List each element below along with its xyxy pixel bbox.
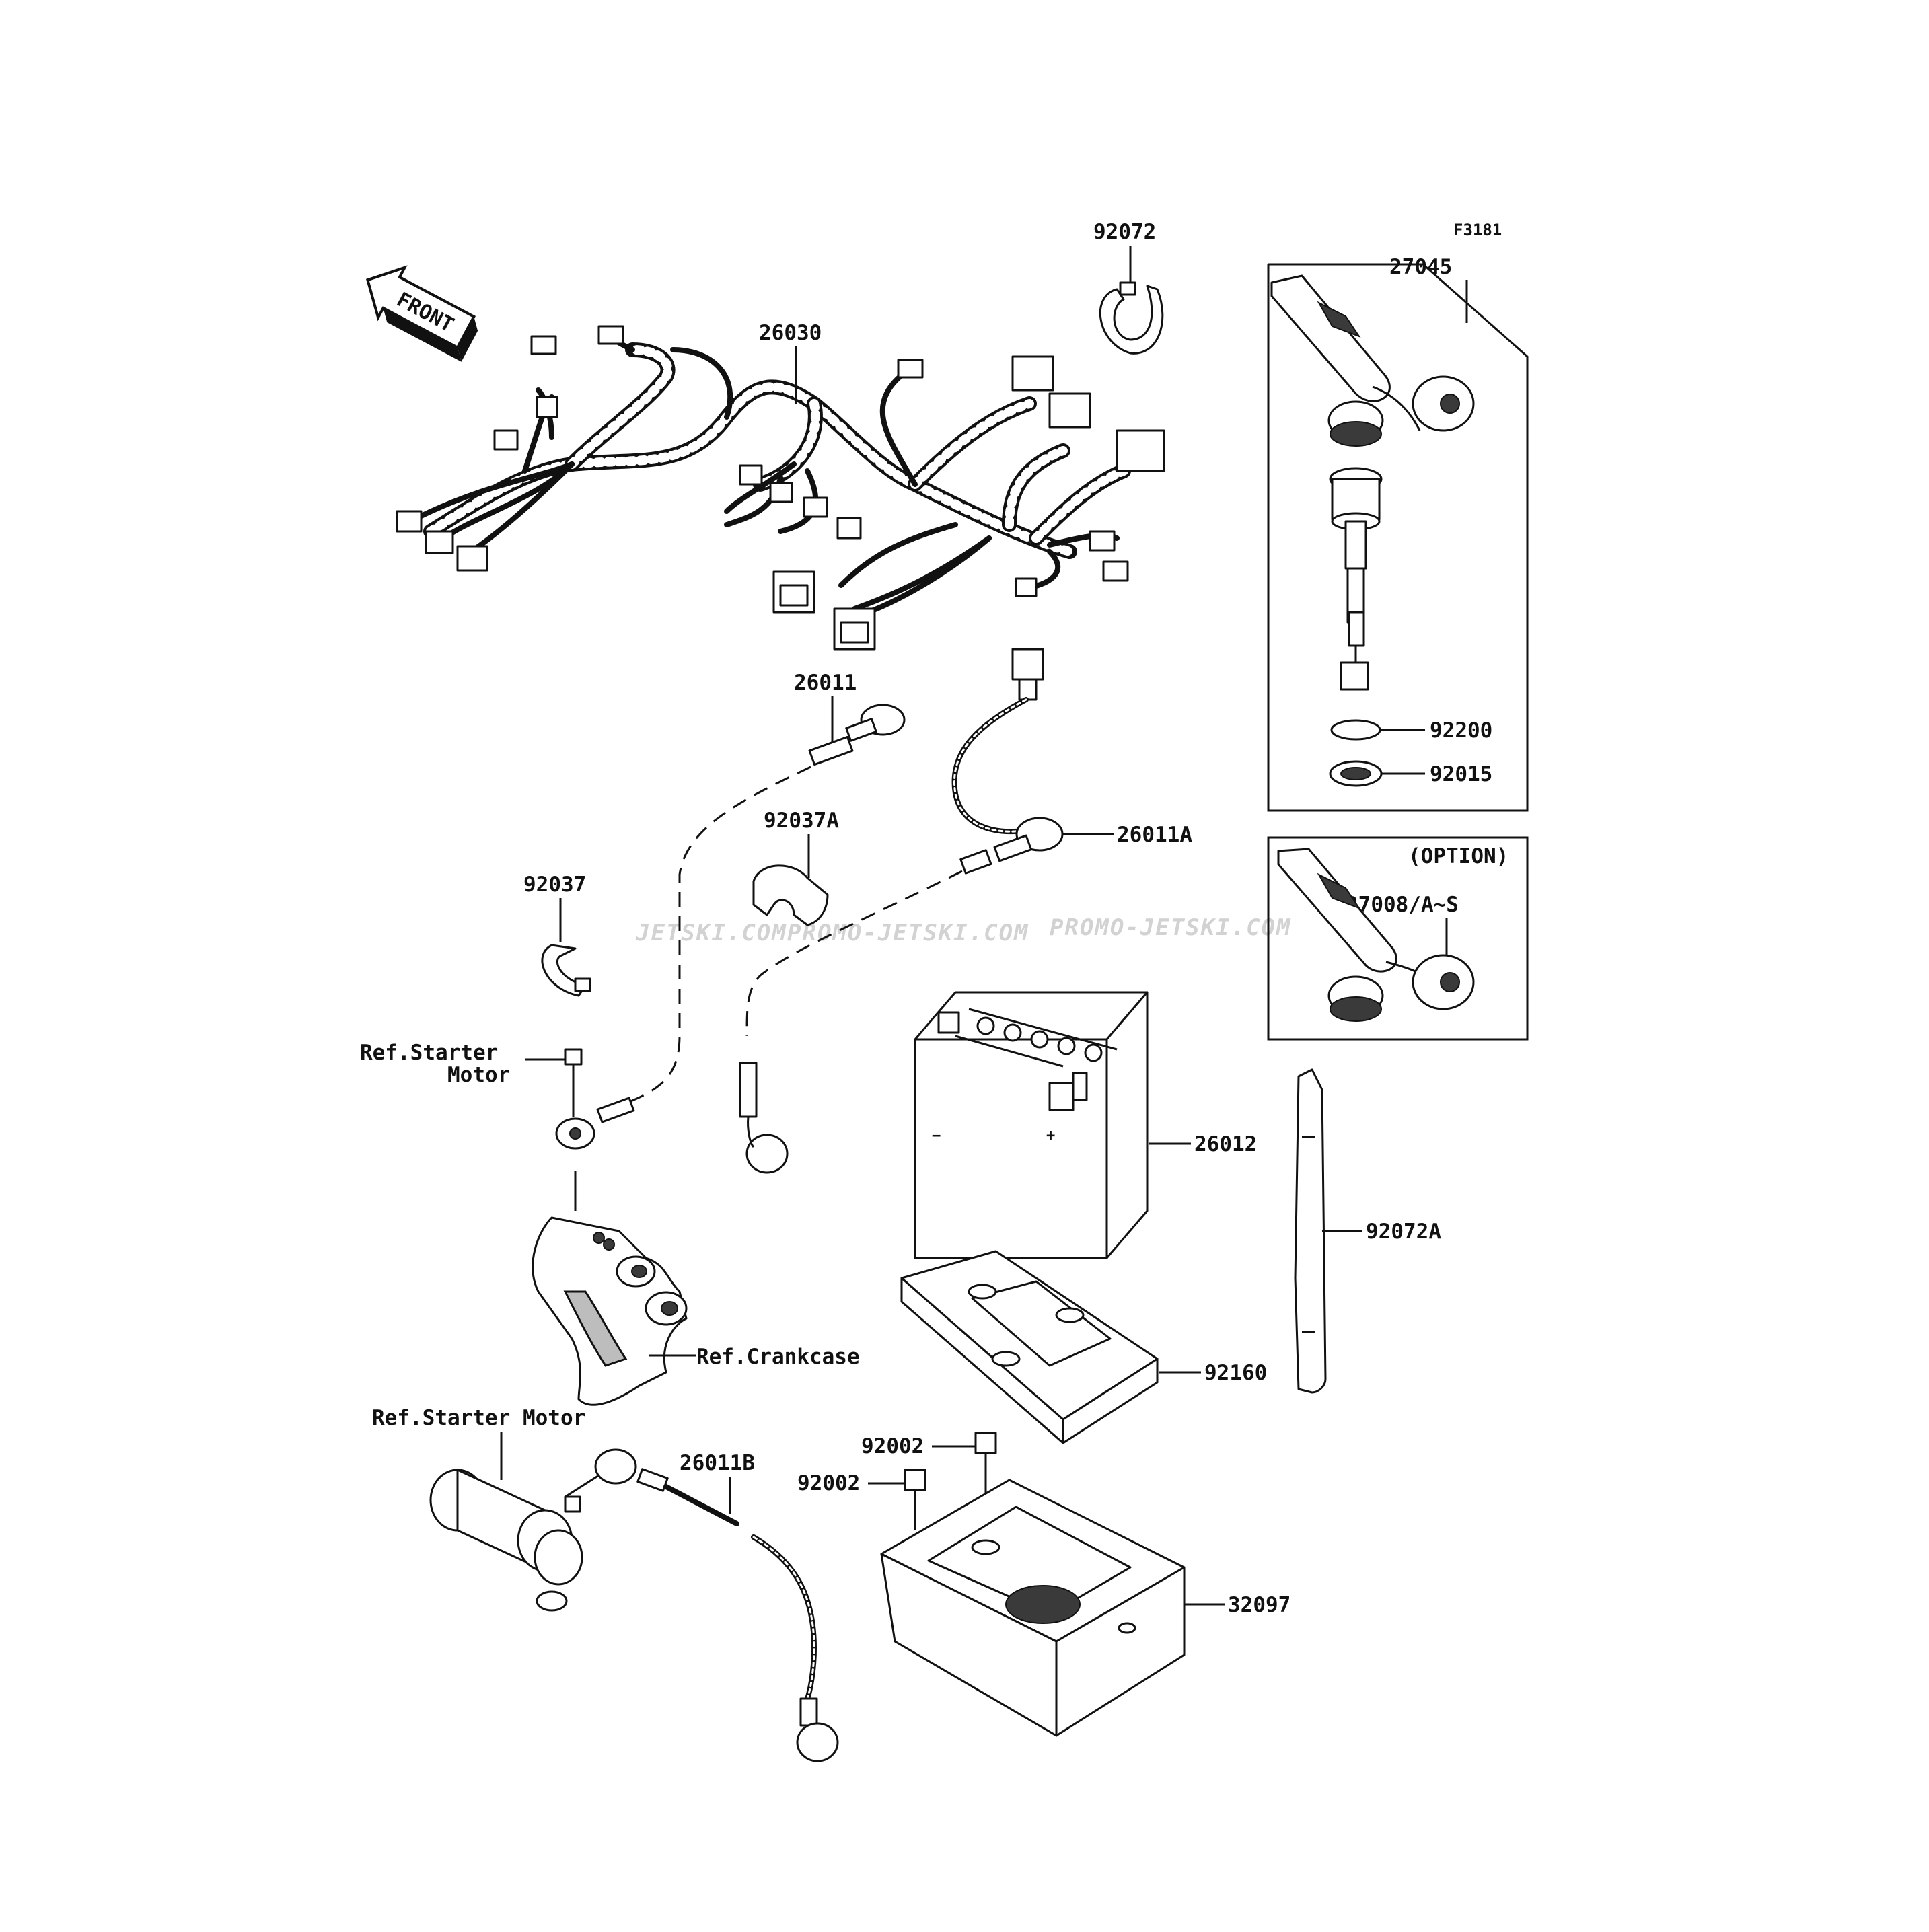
band-92072 (1099, 285, 1164, 355)
cable-26011B (594, 1448, 839, 1762)
case-32097 (880, 1479, 1186, 1737)
box-27045 (1267, 263, 1529, 812)
watermark: JETSKI.COM PROMO-JETSKI.COM PROMO-JETSKI… (635, 914, 1292, 946)
key-lanyard-icon (1270, 274, 1475, 447)
label-26011: 26011 (794, 671, 857, 695)
option-key-lanyard-icon (1277, 848, 1475, 1022)
battery-26012: − + (914, 991, 1149, 1259)
figure-id: F3181 (1453, 221, 1502, 239)
svg-text:−: − (932, 1127, 941, 1144)
label-27045: 27045 (1389, 255, 1452, 279)
bolt-icon (564, 1048, 583, 1117)
ref-starter-top-2: Motor (447, 1063, 510, 1087)
label-92072: 92072 (1093, 220, 1156, 244)
svg-text:JETSKI.COM: JETSKI.COM (635, 920, 787, 946)
clip-92037A (752, 864, 829, 926)
ref-crankcase: Ref.Crankcase (696, 1345, 860, 1369)
label-26011A: 26011A (1117, 823, 1192, 847)
svg-text:PROMO-JETSKI.COM: PROMO-JETSKI.COM (1050, 914, 1292, 941)
ref-starter-top-1: Ref.Starter (360, 1041, 498, 1065)
harness-connectors (396, 325, 1165, 651)
front-arrow-icon: FRONT (365, 265, 478, 362)
label-32097: 32097 (1228, 1593, 1290, 1617)
strap-92072A (1294, 1068, 1327, 1394)
washer-92200-icon (1330, 719, 1381, 741)
ignition-switch-icon (1329, 467, 1383, 691)
label-92037A: 92037A (764, 809, 839, 833)
bolt-92002-a-icon (974, 1432, 997, 1500)
label-92072A: 92072A (1366, 1220, 1441, 1244)
label-92002-a: 92002 (861, 1434, 924, 1458)
bolt-92002-b-icon (904, 1469, 926, 1530)
label-27008: 27008/A~S (1346, 893, 1459, 917)
svg-text:+: + (1046, 1127, 1055, 1144)
label-92200: 92200 (1430, 718, 1492, 743)
label-26012: 26012 (1194, 1132, 1257, 1156)
option-label: (OPTION) (1408, 844, 1508, 868)
ref-starter-bottom: Ref.Starter Motor (372, 1406, 585, 1430)
label-92002-b: 92002 (797, 1471, 860, 1495)
terminal-26011A-bottom (739, 1062, 789, 1174)
label-26011B: 26011B (680, 1451, 755, 1475)
label-26030: 26030 (759, 321, 822, 345)
tray-92160 (900, 1250, 1159, 1444)
leader-starter-cable (565, 1472, 603, 1498)
crankcase-bracket (532, 1216, 688, 1406)
starter-motor (429, 1469, 583, 1612)
cable-26011A (951, 648, 1064, 875)
label-92037: 92037 (523, 872, 586, 897)
cable-26011 (808, 704, 906, 766)
svg-text:PROMO-JETSKI.COM: PROMO-JETSKI.COM (787, 920, 1029, 946)
box-option (1267, 836, 1529, 1041)
label-92160: 92160 (1204, 1361, 1267, 1385)
terminal-starter-top (555, 1097, 635, 1150)
cable-path-26011 (625, 766, 811, 1105)
label-92015: 92015 (1430, 762, 1492, 786)
cable-path-26011A (745, 870, 963, 1037)
